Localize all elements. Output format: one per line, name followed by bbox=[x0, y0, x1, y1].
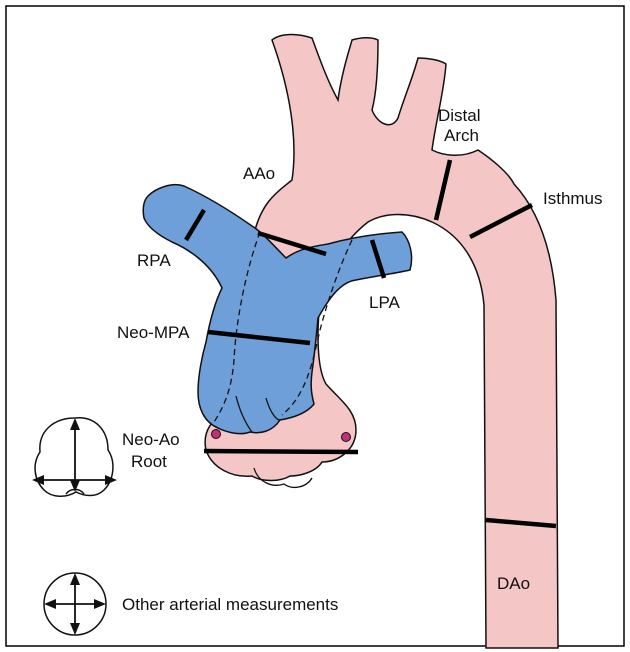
label-distal-arch-1: Distal bbox=[438, 106, 481, 125]
label-dao: DAo bbox=[497, 574, 530, 593]
coronary-ostium-right bbox=[342, 433, 351, 442]
label-isthmus: Isthmus bbox=[543, 189, 603, 208]
label-neo-mpa: Neo-MPA bbox=[117, 323, 190, 342]
label-rpa: RPA bbox=[137, 251, 171, 270]
arterial-measurement-icon bbox=[44, 573, 106, 635]
label-neo-ao-root-1: Neo-Ao bbox=[122, 430, 180, 449]
coronary-ostium-left bbox=[212, 430, 221, 439]
label-lpa: LPA bbox=[369, 293, 401, 312]
trilobed-root-icon bbox=[32, 418, 117, 496]
neo-ao-root-measurement bbox=[204, 451, 358, 452]
label-distal-arch-2: Arch bbox=[444, 126, 479, 145]
legend-other-measurements: Other arterial measurements bbox=[122, 595, 338, 614]
label-neo-ao-root-2: Root bbox=[131, 452, 167, 471]
label-aao: AAo bbox=[243, 164, 275, 183]
